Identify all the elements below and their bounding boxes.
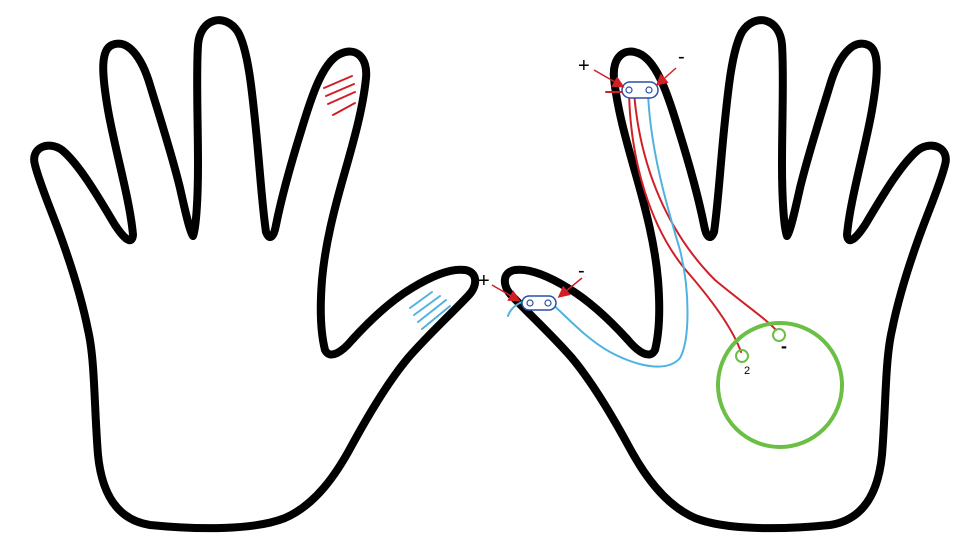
right-hand bbox=[500, 16, 950, 533]
top-minus-label: - bbox=[678, 46, 685, 68]
red-marker-stripe bbox=[327, 91, 356, 105]
left-hand bbox=[30, 16, 480, 533]
pad-contact-negative bbox=[544, 299, 552, 307]
index-electrode-pad bbox=[593, 67, 677, 99]
blue-wire bbox=[507, 301, 523, 317]
pad-contact-negative bbox=[645, 86, 653, 94]
blue-marker-stripe bbox=[421, 305, 451, 330]
red-marker-stripe bbox=[323, 75, 353, 89]
electrode-pad bbox=[621, 81, 659, 99]
thumb-plus-label: + bbox=[478, 270, 490, 292]
arrow-minus bbox=[557, 277, 583, 298]
blue-marker-stripe bbox=[417, 299, 447, 323]
sensor-ring bbox=[716, 321, 844, 449]
arrow-plus bbox=[593, 69, 625, 88]
red-marker-stripe bbox=[332, 102, 356, 116]
sensor-contact-2 bbox=[735, 349, 749, 363]
red-marker-stripe bbox=[325, 83, 355, 97]
wiring bbox=[507, 89, 777, 368]
sensor-minus-label: - bbox=[781, 336, 787, 356]
pad-contact-positive bbox=[625, 86, 633, 94]
arrow-plus bbox=[491, 284, 521, 302]
sensor-contact-minus bbox=[772, 328, 786, 342]
arrow-minus bbox=[655, 67, 677, 86]
thumb-minus-label: - bbox=[578, 260, 585, 282]
blue-marker-stripe bbox=[413, 295, 441, 316]
pad-contact-positive bbox=[526, 299, 534, 307]
sensor-2-label: 2 bbox=[744, 365, 750, 377]
top-plus-label: + bbox=[578, 55, 590, 77]
red-wire bbox=[633, 91, 777, 331]
red-wire bbox=[628, 89, 742, 353]
blue-wire bbox=[549, 91, 689, 368]
palm-sensor bbox=[716, 321, 844, 449]
left-hand-outline bbox=[30, 16, 480, 533]
thumb-electrode-pad bbox=[491, 277, 583, 311]
blue-marker-stripe bbox=[409, 291, 433, 309]
right-hand-outline bbox=[500, 16, 950, 533]
